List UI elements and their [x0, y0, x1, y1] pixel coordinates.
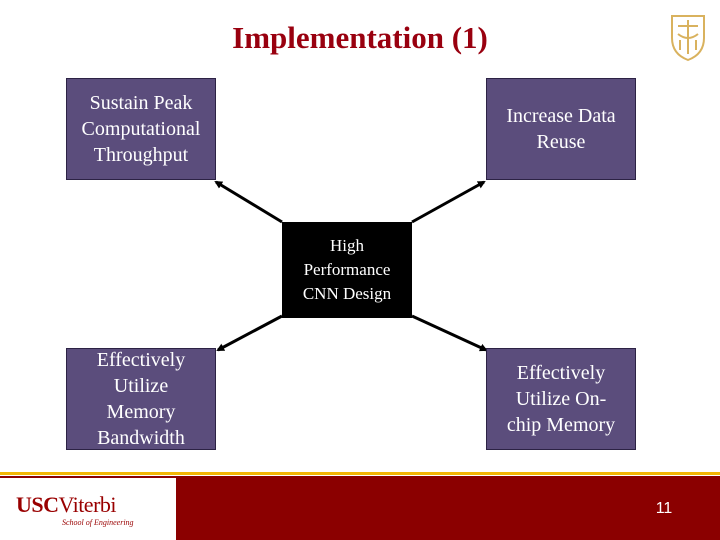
footer-accent-line: [0, 472, 720, 475]
arrow-to-top-left: [214, 180, 283, 224]
arrow-to-top-right: [411, 180, 486, 224]
box-utilize-onchip-memory: Effectively Utilize On- chip Memory: [486, 348, 636, 450]
logo-background: [0, 478, 176, 540]
logo-subtitle: School of Engineering: [62, 518, 134, 527]
arrow-to-bottom-left: [216, 314, 283, 352]
page-number: 11: [655, 500, 673, 517]
arrow-to-bottom-right: [411, 314, 488, 352]
box-high-performance-cnn-design: High Performance CNN Design: [282, 222, 412, 318]
box-increase-data-reuse: Increase Data Reuse: [486, 78, 636, 180]
usc-viterbi-logo: USCViterbi: [16, 492, 117, 517]
box-utilize-memory-bandwidth: Effectively Utilize Memory Bandwidth: [66, 348, 216, 450]
usc-seal-icon: [671, 15, 705, 62]
slide-title: Implementation (1): [232, 20, 488, 55]
box-sustain-peak-throughput: Sustain Peak Computational Throughput: [66, 78, 216, 180]
